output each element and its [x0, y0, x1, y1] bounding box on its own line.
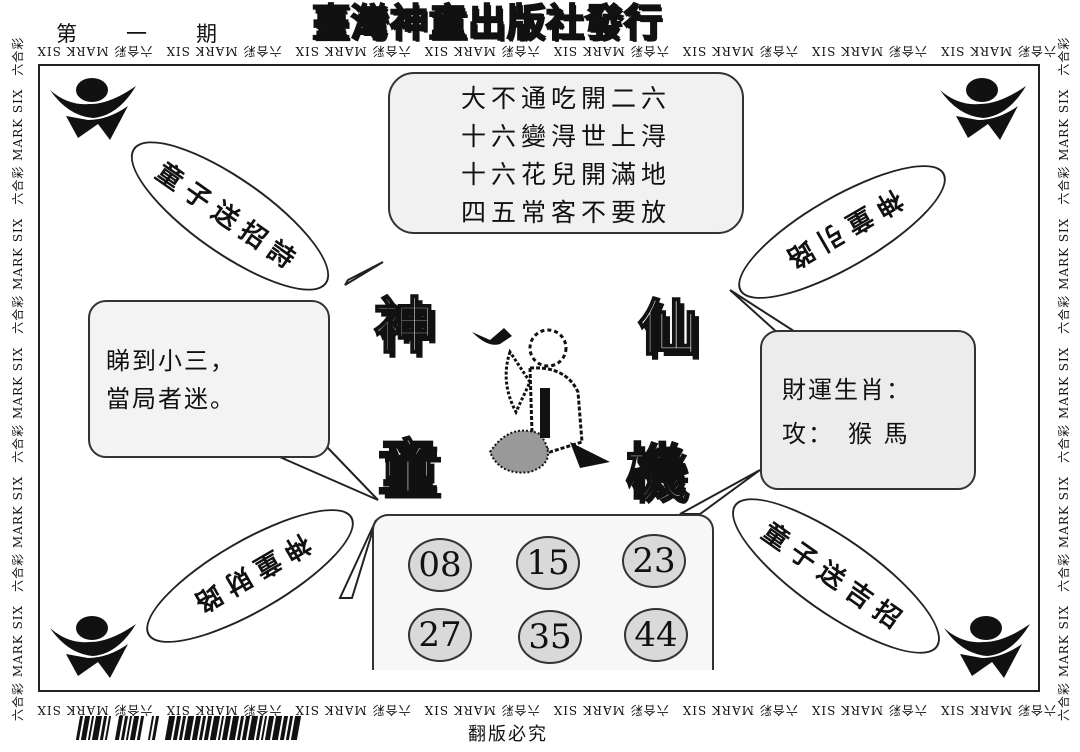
issue-label: 第 一 期	[56, 22, 231, 46]
number-ball: 08	[408, 538, 472, 592]
gold-ingot-icon	[944, 616, 1030, 678]
bubble-line: 睇到小三，	[106, 347, 236, 375]
child-figure-illustration	[472, 328, 610, 474]
poem-line: 十六花兒開滿地	[460, 160, 671, 189]
poem-line: 十六變淂世上淂	[460, 122, 671, 151]
number-ball: 27	[408, 608, 472, 662]
bubble-line: 財運生肖：	[782, 376, 912, 404]
main-frame	[38, 64, 1040, 692]
center-char: 仙	[637, 293, 699, 365]
poem-box: 大不通吃開二六 十六變淂世上淂 十六花兒開滿地 四五常客不要放	[388, 72, 744, 234]
number-ball: 35	[518, 610, 582, 664]
number-ball: 23	[622, 534, 686, 588]
left-speech-bubble: 睇到小三， 當局者迷。	[88, 300, 330, 458]
number-ball: 15	[516, 536, 580, 590]
barcode	[75, 716, 356, 740]
publisher-title: 臺灣神童出版社發行	[311, 0, 664, 46]
gold-ingot-icon	[50, 616, 136, 678]
bubble-line: 攻： 猴 馬	[782, 420, 910, 448]
poem-line: 大不通吃開二六	[460, 84, 671, 113]
number-ball: 44	[624, 608, 688, 662]
gold-ingot-icon	[50, 78, 136, 140]
right-speech-bubble: 財運生肖： 攻： 猴 馬	[760, 330, 976, 490]
number-panel: 08 15 23 27 35 44	[372, 514, 714, 670]
center-char: 機	[625, 437, 687, 509]
footer-copyright: 翻版必究	[468, 724, 548, 745]
poem-line: 四五常客不要放	[460, 198, 671, 227]
gold-ingot-icon	[940, 78, 1026, 140]
bubble-line: 當局者迷。	[106, 385, 236, 413]
center-char: 童	[377, 433, 439, 505]
center-char: 神	[373, 291, 435, 363]
